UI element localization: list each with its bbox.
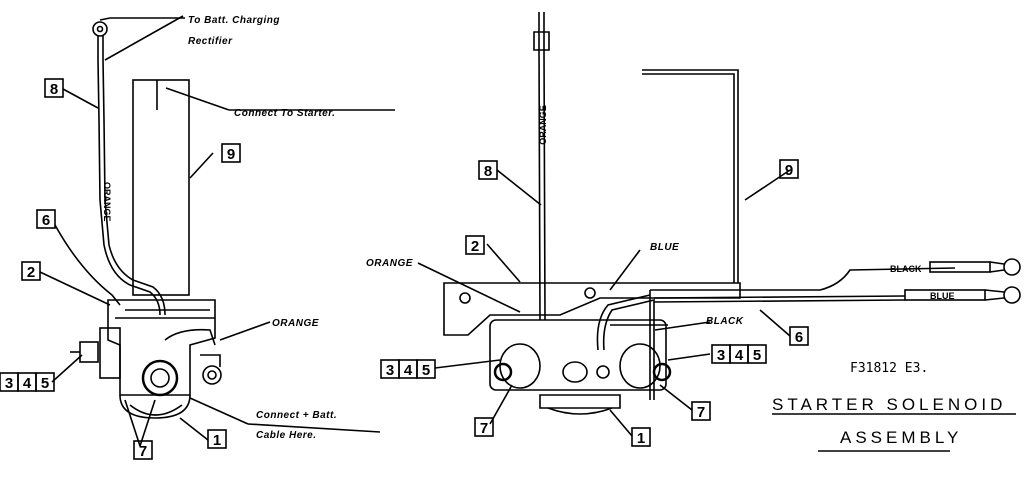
callout-4-left: 4	[23, 375, 32, 392]
solenoid-base	[539, 394, 621, 409]
ring-terminal-black	[1003, 258, 1021, 276]
callout-4-right-b: 4	[735, 347, 744, 364]
callout-2-left: 2	[27, 264, 35, 281]
solenoid-body-right	[489, 319, 667, 391]
callout-8-left: 8	[50, 81, 58, 98]
callout-9-left: 9	[227, 146, 235, 163]
ring-terminal-blue	[1003, 286, 1021, 304]
callout-5-right-b: 5	[753, 347, 761, 364]
mounting-plate	[443, 282, 741, 336]
callout-4-right-a: 4	[404, 362, 413, 379]
solenoid-stud-housing	[132, 79, 190, 296]
callout-7-right-a: 7	[480, 420, 488, 437]
note-batt-charging-1: To Batt. Charging	[188, 15, 280, 26]
orange-wire-label-right: ORANGE	[538, 105, 548, 145]
callout-5-left: 5	[41, 375, 49, 392]
orange-wire-8	[97, 36, 161, 316]
blue-wire	[596, 290, 651, 400]
note-connect-batt-1: Connect + Batt.	[256, 410, 337, 421]
note-orange-right: ORANGE	[366, 258, 413, 269]
callout-3-right-a: 3	[386, 362, 394, 379]
label-blue-top: BLUE	[650, 242, 679, 253]
label-black-cable: BLACK	[890, 264, 922, 274]
note-connect-batt-2: Cable Here.	[256, 430, 317, 441]
label-black-mid: BLACK	[706, 316, 744, 327]
callout-7-right-b: 7	[697, 404, 705, 421]
blue-cable	[653, 295, 906, 299]
solenoid-body	[107, 299, 216, 396]
ring-terminal-top	[92, 21, 108, 37]
battery-terminal-nut	[141, 359, 179, 397]
note-connect-starter: Connect To Starter.	[234, 108, 335, 119]
orange-wire-label: ORANGE	[102, 182, 112, 222]
right-view: ORANGE	[366, 12, 1021, 452]
callout-2-right: 2	[471, 238, 479, 255]
callout-6-right: 6	[795, 329, 803, 346]
label-blue-cable: BLUE	[930, 291, 955, 301]
callout-8-right: 8	[484, 163, 492, 180]
callout-1-right: 1	[637, 430, 645, 447]
callout-5-right-a: 5	[422, 362, 430, 379]
callout-3-right-b: 3	[717, 347, 725, 364]
title-line2: ASSEMBLY	[840, 428, 962, 447]
note-batt-charging-2: Rectifier	[188, 36, 233, 47]
callout-6-left: 6	[42, 212, 50, 229]
callout-1-left: 1	[213, 432, 221, 449]
leader-connect-starter	[165, 87, 230, 111]
black-cable	[650, 267, 956, 291]
terminal-nut-right	[652, 362, 672, 382]
bottom-boot	[119, 394, 191, 419]
figure-code: F31812 E3.	[850, 361, 928, 376]
title-line1: STARTER SOLENOID	[772, 395, 1006, 414]
mounting-bracket	[99, 327, 121, 379]
callout-3-left: 3	[5, 375, 13, 392]
small-terminal	[202, 365, 222, 385]
strap-9	[642, 69, 739, 283]
orange-wire-8-right	[538, 12, 541, 321]
note-orange-left: ORANGE	[272, 318, 319, 329]
leader-batt-charging	[99, 17, 185, 21]
terminal-nut-left	[493, 362, 513, 382]
callout-9-right: 9	[785, 162, 793, 179]
left-view: ORANGE	[0, 15, 395, 460]
callout-7-left: 7	[139, 443, 147, 460]
